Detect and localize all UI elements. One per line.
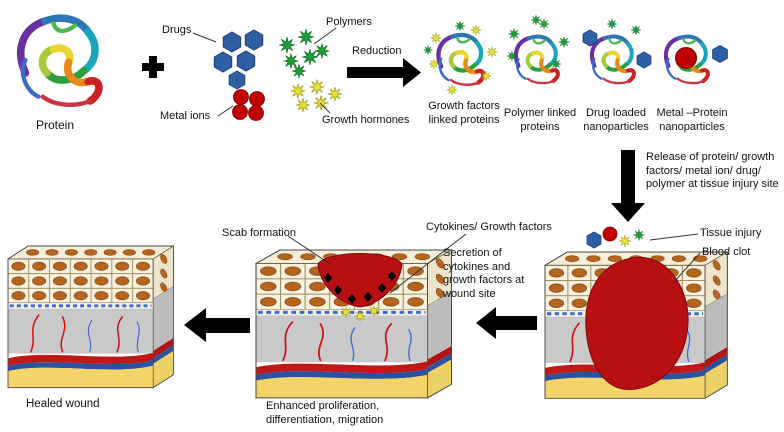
blood-clot-label: Blood clot bbox=[702, 246, 751, 258]
healed-tissue-block bbox=[6, 244, 175, 390]
scab-connector-line bbox=[287, 235, 331, 265]
polymers-connector-line bbox=[313, 27, 337, 45]
metal-ion-circles-cluster bbox=[232, 89, 265, 121]
secretion-arrow-left-icon bbox=[476, 307, 537, 339]
product-label-drug: Drug loaded nanoparticles bbox=[583, 107, 649, 133]
polymer-stars-cluster bbox=[278, 28, 330, 79]
healing-arrow-left-icon bbox=[184, 308, 250, 342]
metal-ions-connector-line bbox=[217, 105, 234, 117]
injury-site-particles bbox=[586, 226, 645, 249]
product-label-growth-factors: Growth factors linked proteins bbox=[428, 100, 500, 126]
metal-ions-label: Metal ions bbox=[160, 110, 211, 122]
release-arrow-down-icon bbox=[611, 150, 645, 222]
cytokines-growth-factors-label: Cytokines/ Growth factors bbox=[426, 221, 552, 233]
protein-label: Protein bbox=[35, 118, 75, 132]
plus-icon bbox=[142, 56, 164, 78]
product-protein-polymer bbox=[506, 14, 570, 83]
proliferation-caption: Enhanced proliferation, differentiation,… bbox=[266, 400, 384, 426]
product-label-metal: Metal –Protein nanoparticles bbox=[656, 107, 728, 133]
reduction-label: Reduction bbox=[352, 45, 402, 57]
product-label-polymer: Polymer linked proteins bbox=[503, 107, 577, 133]
secretion-note: Secretion of cytokines and growth factor… bbox=[443, 247, 525, 300]
drugs-connector-line bbox=[192, 32, 217, 43]
blood-clot-blob bbox=[585, 256, 689, 390]
release-note: Release of protein/ growth factors/ meta… bbox=[646, 151, 779, 191]
tissue-injury-connector-line bbox=[649, 233, 699, 241]
cytokines-connector-line bbox=[389, 233, 467, 294]
growth-hormone-stars-cluster bbox=[290, 79, 343, 113]
protein-structure bbox=[21, 18, 99, 105]
scab-formation-label: Scab formation bbox=[222, 227, 296, 239]
tissue-injury-label: Tissue injury bbox=[700, 227, 762, 239]
drugs-label: Drugs bbox=[162, 24, 192, 36]
product-protein-drug bbox=[582, 18, 652, 83]
polymers-label: Polymers bbox=[326, 16, 372, 28]
drug-hexagons-cluster bbox=[213, 29, 264, 90]
product-protein-metal bbox=[666, 37, 728, 84]
growth-hormones-label: Growth hormones bbox=[322, 114, 410, 126]
healed-wound-label: Healed wound bbox=[26, 398, 100, 410]
growth-hormones-connector-line bbox=[319, 102, 331, 114]
metal-core-icon bbox=[675, 47, 697, 69]
blood-clot-connector-line bbox=[673, 252, 701, 283]
product-protein-growth-factors bbox=[423, 20, 498, 96]
reduction-arrow-right-icon bbox=[347, 58, 421, 87]
